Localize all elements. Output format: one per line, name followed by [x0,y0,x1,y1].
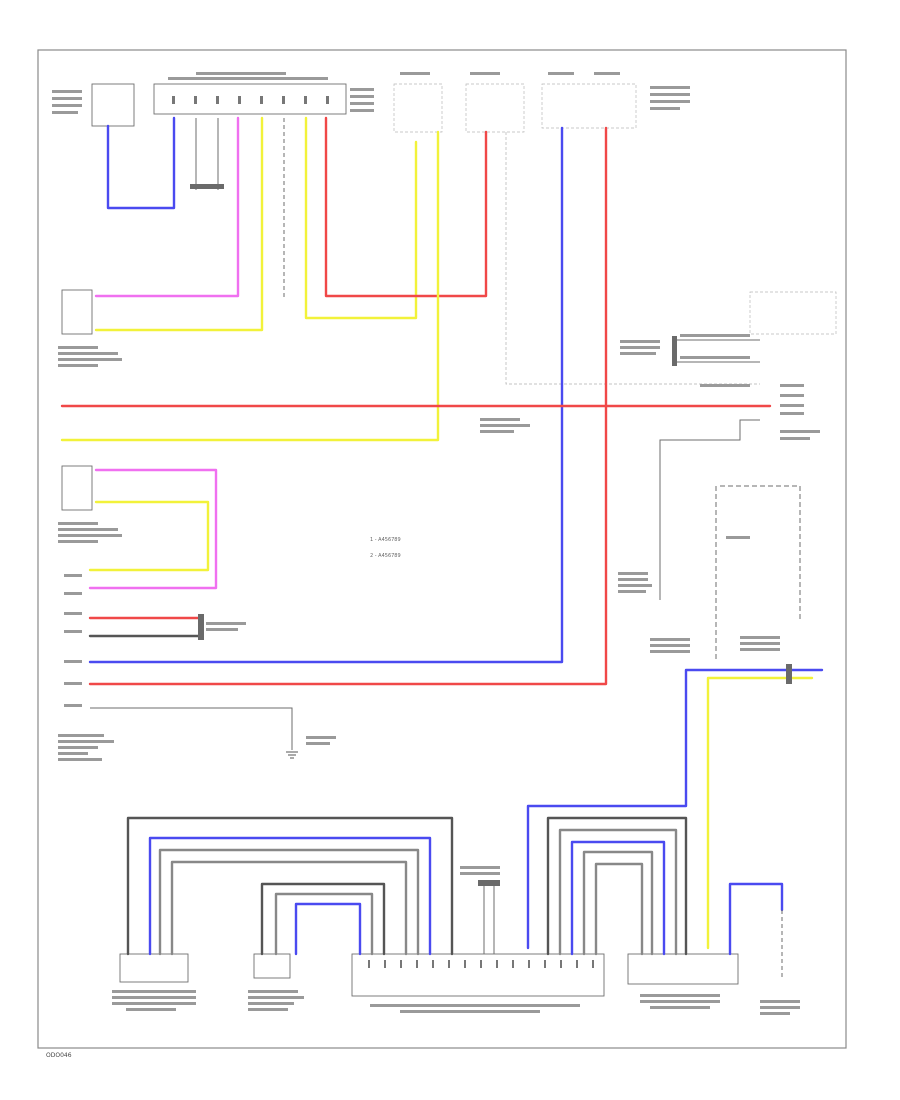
top-labels [52,72,690,114]
wire-blue-long [88,126,564,664]
connector-small-1 [190,184,224,189]
wire-right-bundle-2 [558,828,678,956]
wire-yellow-lower [88,500,210,572]
legend-line-2: 2 - A456789 [370,553,401,559]
left-sensor-upper [61,289,93,335]
connector-left-1 [198,614,204,640]
left-sensor-labels [58,346,122,543]
connector-ecu-top [478,880,500,886]
wire-right-bundle-4 [594,862,644,956]
wire-right-vertical-2 [720,485,801,620]
wire-right-bundle-blue [570,840,666,956]
wire-yellow-to-left [60,130,440,442]
wire-small-sensor-2 [274,892,374,956]
wire-yellow-loop [304,116,418,320]
ecu-pins [368,960,594,968]
wire-right-vertical-1 [659,419,760,600]
wire-blue-right [526,668,824,950]
wire-gray-short [195,118,219,190]
bottom-central-ecu [351,953,605,997]
ground-icon [286,751,298,759]
wire-red-loop [324,116,488,298]
top-connector-pins [172,96,329,104]
page-code: ODO046 [46,1052,72,1059]
bottom-right-sensor [627,953,739,985]
wire-yellow-top [94,116,264,332]
top-relay-box-1 [393,83,443,133]
wire-red-long [88,126,608,686]
wire-gray-dashed-relay [505,132,760,385]
wire-right-bundle-3 [582,850,654,956]
right-connector-labels [480,334,820,440]
diagram-frame [37,49,847,1049]
right-relay-labels [618,536,780,653]
wire-small-sensor-blue [294,902,362,956]
bottom-left-sensor [119,953,189,983]
wire-right-bundle-1 [546,816,688,956]
bottom-labels [112,866,800,1015]
bottom-small-sensor [253,953,291,979]
top-relay-box-2 [465,83,525,133]
top-relay-box-3 [541,83,637,129]
top-multi-connector [153,83,347,115]
wire-far-right-blue [728,882,784,956]
legend-line-1: 1 - A456789 [370,537,401,543]
left-sensor-lower [61,465,93,511]
connector-right-1 [672,336,677,366]
wire-blue-top-left [106,116,176,210]
wire-pink-lower [88,468,218,590]
wire-ecu-connector [483,886,495,954]
wire-bundle-3 [170,860,408,956]
connector-right-junction [786,664,792,684]
wire-bundle-1 [126,816,454,956]
wire-gray-ground [90,707,293,750]
center-legend: 1 - A456789 2 - A456789 [370,537,401,559]
wire-yellow-right [706,676,814,950]
right-top-component [749,291,837,335]
wire-bundle-2 [158,848,420,956]
top-left-sensor-box [91,83,135,127]
wire-small-sensor-1 [260,882,386,956]
harness-labels [58,574,336,761]
wire-bundle-blue-1 [148,836,432,956]
wire-pink-top [94,116,240,298]
